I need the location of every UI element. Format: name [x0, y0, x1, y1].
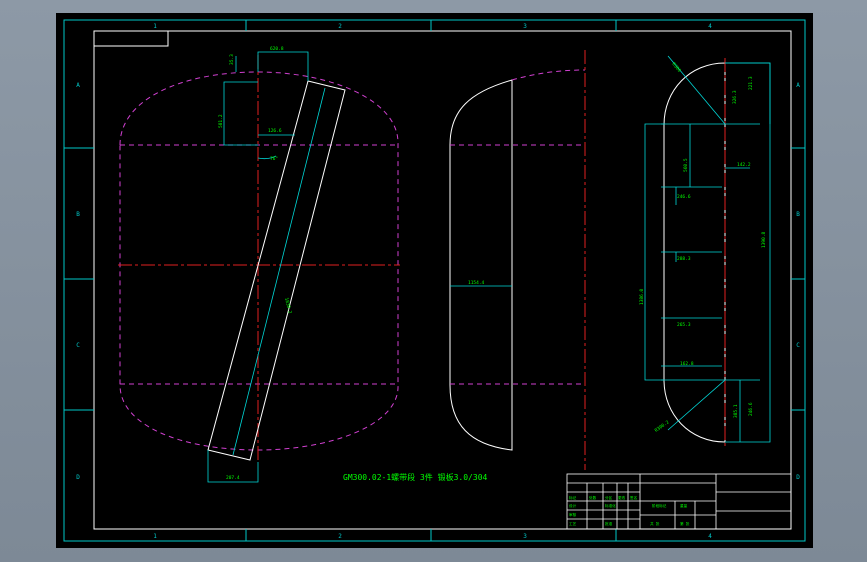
- dim-top-radius-leader: [667, 55, 726, 125]
- tb-process: 工艺: [569, 521, 577, 526]
- tb-weight: 重量: [680, 503, 688, 508]
- dim-station-1: 246.6: [677, 194, 691, 200]
- dim-station-3: 265.3: [677, 322, 691, 328]
- row-label-left-c: C: [76, 342, 80, 349]
- middle-view: 1154.4: [449, 50, 586, 470]
- dim-top-width: 620.8: [270, 46, 284, 52]
- left-view-hidden-outline: [119, 71, 399, 451]
- col-label-bottom-2: 2: [338, 533, 342, 540]
- row-label-right-d: D: [796, 474, 800, 481]
- tb-review: 审核: [569, 512, 577, 517]
- outer-border: [63, 19, 806, 542]
- dim-overall-lines: [725, 62, 771, 443]
- tb-approve: 批准: [605, 521, 613, 526]
- dim-station-2: 288.3: [677, 256, 691, 262]
- dim-left-height: 581.2: [218, 114, 224, 128]
- zone-ticks: [64, 20, 805, 541]
- col-label-top-1: 1: [153, 23, 157, 30]
- middle-view-hidden-arc-top: [511, 69, 586, 81]
- tb-stage: 阶段标记: [652, 503, 667, 508]
- dim-total-height: 1386.0: [639, 288, 645, 305]
- row-label-left-a: A: [76, 82, 80, 89]
- tb-mark: 标记: [569, 495, 577, 500]
- dim-top-radius: R300: [670, 61, 682, 73]
- col-label-top-4: 4: [708, 23, 712, 30]
- col-label-bottom-1: 1: [153, 533, 157, 540]
- dim-bottom-width-lines: [207, 450, 259, 483]
- row-label-right-c: C: [796, 342, 800, 349]
- right-view: R300 326.3 221.3 560.5 142.2 246.6 288.3…: [639, 55, 771, 448]
- tb-sheets-total: 共 张: [650, 521, 660, 526]
- tb-standard: 标准化: [605, 503, 616, 508]
- dim-bottom-height-1: 385.1: [733, 404, 739, 418]
- tb-count: 处数: [589, 495, 597, 500]
- dim-overall: 1390.8: [761, 231, 767, 248]
- dim-total-height-lines: [644, 123, 664, 381]
- dim-bottom-radius-leader: [667, 379, 726, 431]
- col-label-bottom-4: 4: [708, 533, 712, 540]
- drawing-code-box: [94, 31, 169, 47]
- row-label-right-b: B: [796, 211, 800, 218]
- dim-top-offset: 35.3: [229, 54, 235, 65]
- row-label-left-b: B: [76, 211, 80, 218]
- dim-upper-height: 560.5: [683, 158, 689, 172]
- dim-diagonal-length: 1830.2: [283, 297, 293, 315]
- dim-inner-width: 126.6: [268, 128, 282, 134]
- title-note: GM300.02-1螺带段 3件 锻板3.0/304: [343, 472, 488, 482]
- dim-station-4: 162.8: [680, 361, 694, 367]
- drawing-canvas: [56, 13, 813, 548]
- dim-diagonal-line: [232, 87, 326, 456]
- middle-view-outline: [449, 79, 513, 451]
- dim-angle: 76°: [270, 156, 278, 162]
- inner-border: [93, 30, 792, 530]
- tb-zone: 分区: [605, 495, 613, 500]
- col-label-top-3: 3: [523, 23, 527, 30]
- tb-sign: 签名: [630, 495, 638, 500]
- dim-angle-arc: [257, 155, 277, 160]
- row-label-left-d: D: [76, 474, 80, 481]
- dim-left-height-lines: [223, 81, 258, 146]
- left-view: 620.8 35.3 581.2 126.6 76° 1830.2 207.4: [118, 46, 400, 483]
- row-label-right-a: A: [796, 82, 800, 89]
- dim-top-width-lines: [257, 51, 309, 81]
- ribbon-blank-outline: [207, 80, 346, 461]
- tb-change: 更改: [618, 495, 626, 500]
- dim-top-height-2: 221.3: [748, 76, 754, 90]
- dim-offset: 142.2: [737, 162, 751, 168]
- tb-design: 设计: [569, 503, 577, 508]
- tb-sheet-no: 第 张: [680, 521, 690, 526]
- dim-bottom-height-2: 246.6: [748, 402, 754, 416]
- col-label-bottom-3: 3: [523, 533, 527, 540]
- col-label-top-2: 2: [338, 23, 342, 30]
- dim-middle-radius: 1154.4: [468, 280, 485, 286]
- title-block: [566, 473, 792, 530]
- dim-top-height-1: 326.3: [732, 90, 738, 104]
- dim-bottom-width: 207.4: [226, 475, 240, 481]
